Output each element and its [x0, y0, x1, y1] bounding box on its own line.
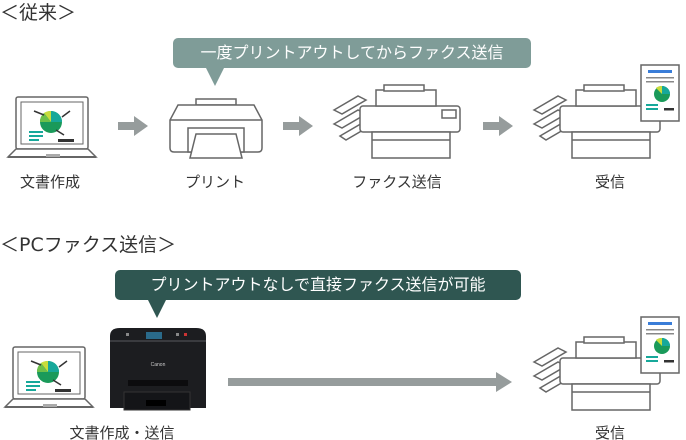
- arrow-right-icon: [283, 116, 313, 136]
- step-label: プリント: [184, 173, 246, 191]
- step-label: 文書作成・送信: [69, 424, 175, 440]
- step-label: ファクス送信: [352, 173, 442, 191]
- printer-brand-logo: Canon: [151, 362, 166, 368]
- received-document-icon: [640, 312, 680, 378]
- step-label: 受信: [594, 173, 626, 191]
- laptop-icon: [3, 345, 95, 411]
- arrow-right-icon: [483, 116, 513, 136]
- fax-icon: [330, 84, 464, 160]
- laptop-icon: [6, 95, 98, 161]
- multifunction-printer-icon: Canon: [110, 328, 206, 411]
- arrow-right-icon: [118, 116, 148, 136]
- long-arrow-right-icon: [228, 372, 512, 392]
- received-document-icon: [640, 60, 680, 126]
- conventional-callout-bubble: 一度プリントアウトしてからファクス送信: [173, 38, 531, 86]
- step-label: 受信: [594, 424, 626, 440]
- step-label: 文書作成: [19, 173, 81, 191]
- pc-fax-callout-bubble: プリントアウトなしで直接ファクス送信が可能: [115, 270, 521, 318]
- section-title-pc-fax: ＜PCファクス送信＞: [0, 234, 177, 256]
- printer-icon: [169, 98, 263, 159]
- section-title-conventional: ＜従来＞: [0, 2, 77, 24]
